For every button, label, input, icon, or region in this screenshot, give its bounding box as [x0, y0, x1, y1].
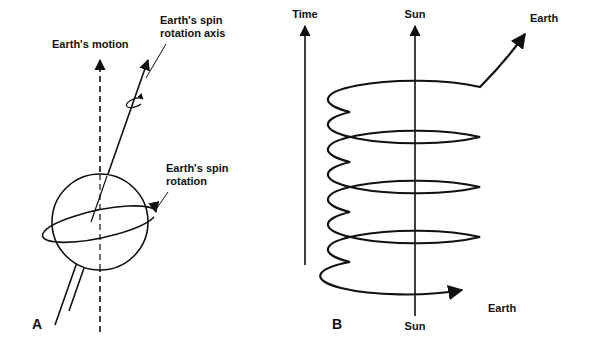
earth-label: Earth: [488, 302, 516, 315]
spin-axis-lower: [69, 268, 84, 311]
axis-loop: [126, 98, 143, 108]
rotation-label: Earth's spin rotation: [166, 162, 250, 188]
motion-label: Earth's motion: [52, 38, 129, 51]
spin-rotation-ellipse: [42, 206, 156, 242]
axis-inside: [91, 176, 107, 222]
earth-helix: [320, 34, 525, 294]
earth-sphere: [52, 174, 148, 270]
axis-label: Earth's spin rotation axis: [160, 14, 244, 40]
time-label: Time: [292, 8, 317, 21]
sun-path: [414, 26, 416, 316]
sun-label: Sun: [405, 8, 426, 21]
sun-label: Sun: [405, 320, 426, 333]
leader-line: [157, 192, 168, 208]
motion-inside: [99, 174, 100, 270]
panel-letter: B: [332, 316, 342, 332]
leader-line: [146, 44, 166, 78]
panel-letter: A: [32, 316, 42, 332]
time-arrow: [304, 26, 306, 265]
earth-label: Earth: [530, 12, 558, 25]
